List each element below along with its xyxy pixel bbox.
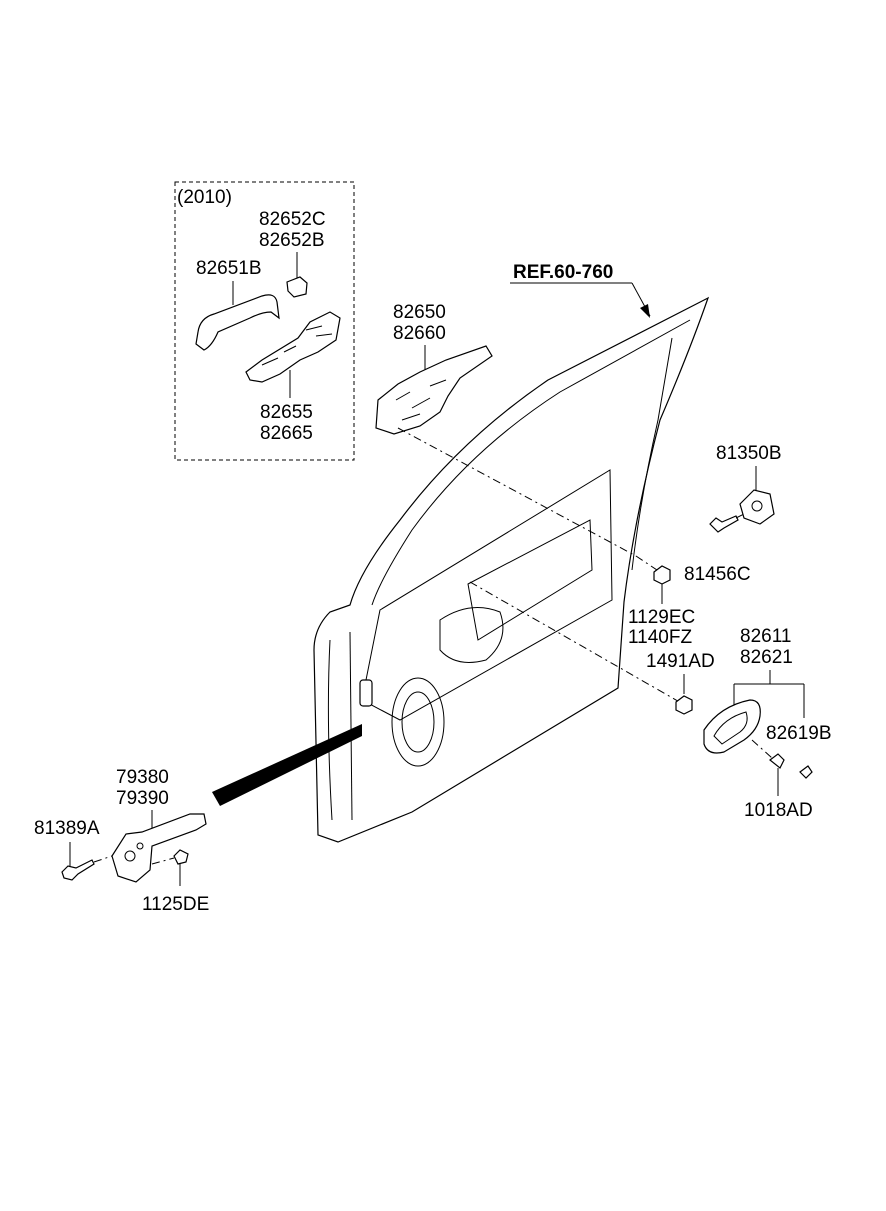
bolt-81389a [61, 859, 95, 881]
clip-1491ad [675, 695, 693, 715]
checker-blade [212, 724, 362, 806]
label-82660: 82660 [393, 323, 446, 344]
bolt-1129ec [653, 565, 671, 585]
door-panel [313, 296, 710, 843]
label-81350b: 81350B [716, 443, 782, 464]
cover-82619b [799, 765, 813, 779]
label-1491ad: 1491AD [646, 651, 715, 672]
leader-trim-to-door [469, 581, 691, 709]
inside-handle-part [703, 699, 761, 754]
option-group-label: (2010) [177, 187, 232, 208]
screw-81456c [709, 515, 739, 533]
label-82655: 82655 [260, 402, 313, 423]
outside-handle-part [195, 294, 280, 351]
label-82621: 82621 [740, 647, 793, 668]
label-82652b: 82652B [259, 230, 325, 251]
ref-arrow-head [640, 304, 650, 318]
label-81456c: 81456C [684, 564, 751, 585]
label-1018ad: 1018AD [744, 800, 813, 821]
label-1140fz: 1140FZ [628, 627, 692, 648]
screw-1018ad [769, 753, 785, 769]
label-82652c: 82652C [259, 209, 326, 230]
label-81389a: 81389A [34, 818, 100, 839]
label-1125de: 1125DE [142, 894, 209, 915]
option-group-box [174, 181, 355, 461]
leader-bolt-1129 [635, 555, 661, 573]
label-82619b: 82619B [766, 723, 832, 744]
ref-label: REF.60-760 [513, 262, 613, 283]
label-79380: 79380 [116, 767, 169, 788]
label-79390: 79390 [116, 788, 169, 809]
door-checker-part [111, 813, 207, 883]
label-82611: 82611 [740, 626, 791, 647]
label-82651b: 82651B [196, 258, 262, 279]
striker-part [739, 489, 775, 525]
bolt-1125de [173, 849, 189, 865]
label-1129ec: 1129EC [628, 607, 695, 628]
label-82665: 82665 [260, 423, 313, 444]
handle-assembly-part [375, 345, 493, 435]
label-82650: 82650 [393, 302, 446, 323]
key-cap-part [286, 276, 308, 298]
